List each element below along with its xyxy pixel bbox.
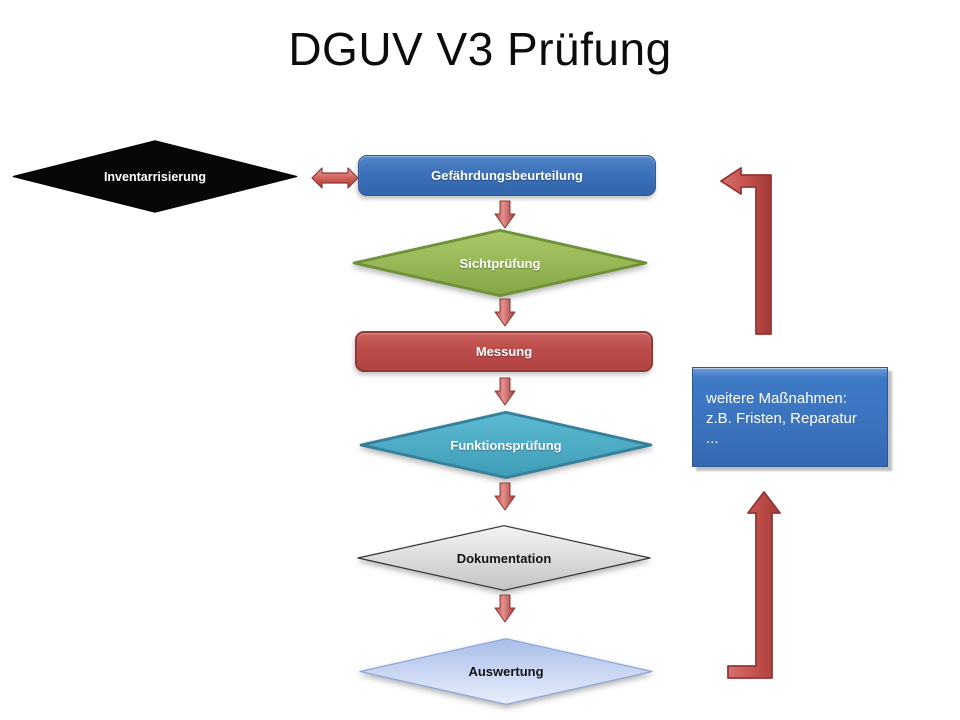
node-funktionspruefung: Funktionsprüfung — [355, 411, 657, 479]
node-label: Auswertung — [468, 664, 544, 679]
down-arrow-3 — [494, 377, 516, 406]
diamond-shape — [355, 525, 653, 591]
info-box-line: ... — [706, 430, 719, 447]
node-messung: Messung — [355, 331, 653, 372]
node-label: Dokumentation — [456, 550, 552, 566]
bidirectional-arrow — [311, 165, 359, 191]
node-inventarisierung: Inventarrisierung — [10, 140, 300, 213]
diamond-shape — [357, 638, 655, 705]
down-arrow-4 — [494, 482, 516, 511]
info-box-line: weitere Maßnahmen: — [706, 390, 847, 407]
down-arrow-2 — [494, 298, 516, 327]
diamond-shape — [10, 140, 300, 213]
return-arrow-top — [715, 166, 777, 336]
node-label: Messung — [475, 344, 533, 359]
node-gefaehrdungsbeurteilung: Gefährdungsbeurteilung — [358, 155, 656, 196]
down-arrow-1 — [494, 200, 516, 229]
return-arrow-bottom — [722, 490, 782, 680]
page-title: DGUV V3 Prüfung — [288, 23, 672, 75]
node-label: Inventarrisierung — [103, 169, 207, 184]
node-label: Funktionsprüfung — [450, 437, 562, 453]
diamond-shape — [348, 229, 652, 297]
node-sichtpruefung: Sichtprüfung — [348, 229, 652, 297]
down-arrow-5 — [494, 594, 516, 623]
diamond-shape — [355, 411, 657, 479]
info-box-weitere-massnahmen: weitere Maßnahmen: z.B. Fristen, Reparat… — [692, 367, 888, 467]
node-auswertung: Auswertung — [357, 638, 655, 705]
info-box-line: z.B. Fristen, Reparatur — [706, 410, 857, 427]
node-label: Sichtprüfung — [459, 255, 541, 271]
node-dokumentation: Dokumentation — [355, 525, 653, 591]
node-label: Gefährdungsbeurteilung — [431, 168, 583, 183]
